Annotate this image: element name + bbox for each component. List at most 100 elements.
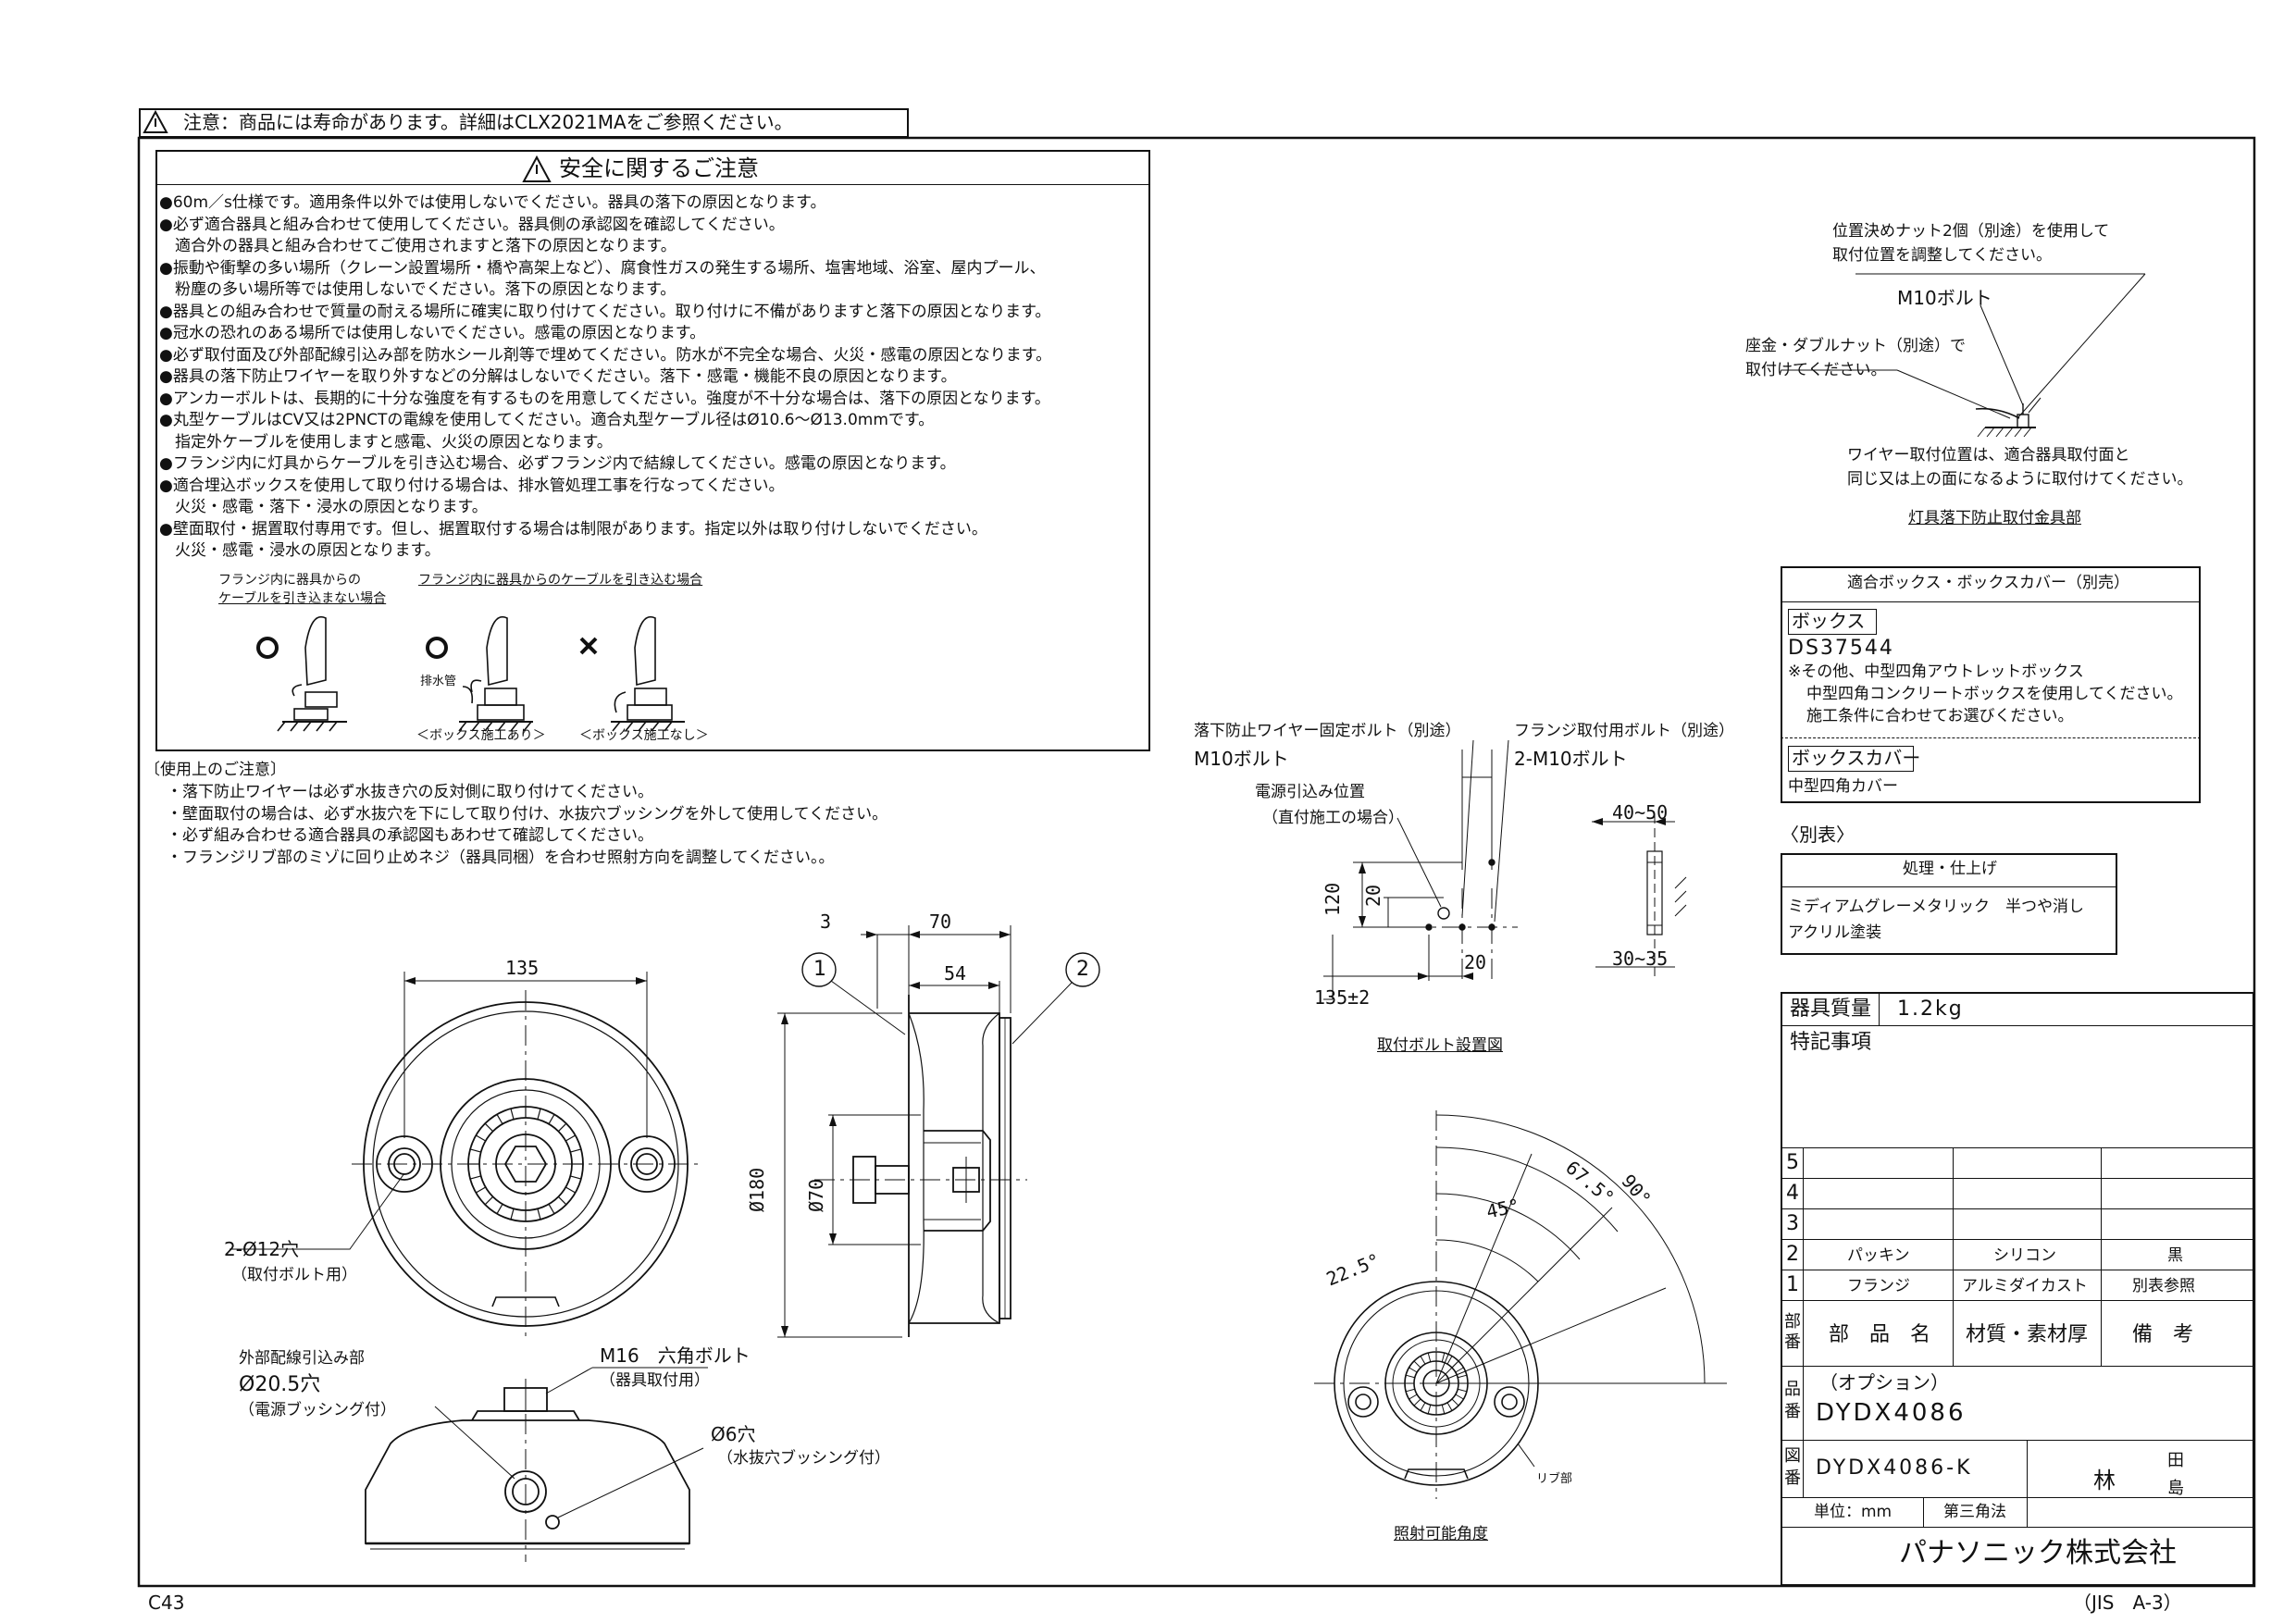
holes-label: 2-Ø12穴 <box>224 1238 300 1260</box>
flange-slot <box>565 1186 576 1194</box>
finish-line-1: ミディアムグレーメタリック 半つや消し <box>1788 898 2084 916</box>
ext-wiring-label: 外部配線引込み部 <box>239 1349 365 1368</box>
box-label: ボックス <box>1792 610 1866 632</box>
callout-1: 1 <box>813 958 826 981</box>
illustration-caption: ケーブルを引き込まない場合 <box>218 591 387 606</box>
safety-line: ●必ず適合器具と組み合わせて使用してください。器具側の承認図を確認してください。 <box>159 215 785 234</box>
safety-line: ●60m／s仕様です。適用条件以外では使用しないでください。器具の落下の原因とな… <box>159 193 826 212</box>
flange-slot <box>570 1175 582 1180</box>
flange-slot <box>1458 1374 1467 1379</box>
safety-line: ●丸型ケーブルはCV又は2PNCTの電線を使用してください。適合丸型ケーブル径は… <box>159 411 935 429</box>
safety-line: 火災・感電・浸水の原因となります。 <box>159 541 441 560</box>
side-view <box>777 925 1100 1338</box>
bottom-view <box>365 1367 708 1562</box>
wire-position-note-2: 同じ又は上の面になるように取付けてください。 <box>1847 470 2193 489</box>
compat-title: 適合ボックス・ボックスカバー（別売） <box>1847 574 2129 592</box>
dim-70: 70 <box>929 911 952 933</box>
part-row-no: 1 <box>1786 1273 1799 1296</box>
flange-slot <box>1441 1405 1446 1414</box>
flange-slot <box>1455 1394 1464 1400</box>
signature-3: 島 <box>2167 1479 2184 1498</box>
finish-title: 〈別表〉 <box>1781 824 1855 846</box>
drain-hole-note: （水抜穴ブッシング付） <box>717 1449 890 1468</box>
part-name: パッキン <box>1847 1246 1910 1265</box>
part-row-no: 5 <box>1786 1151 1799 1174</box>
safety-line: ●適合埋込ボックスを使用して取り付ける場合は、排水管処理工事を行なってください。 <box>159 476 785 495</box>
unit-label: 単位：mm <box>1814 1503 1893 1521</box>
usage-line: ・壁面取付の場合は、必ず水抜穴を下にして取り付け、水抜穴ブッシングを外して使用し… <box>167 804 888 824</box>
flange-slot <box>1427 1353 1432 1362</box>
hex-bolt-note: （器具取付用） <box>600 1371 710 1390</box>
part-material: シリコン <box>1993 1246 2056 1265</box>
dim-20-v: 20 <box>1362 884 1384 907</box>
flange-slot <box>1406 1374 1415 1379</box>
illustration-box-with <box>426 615 533 732</box>
part-remark: 黒 <box>2167 1246 2183 1265</box>
projection-label: 第三角法 <box>1943 1503 2006 1521</box>
dim-54: 54 <box>944 962 967 985</box>
flange-slot <box>476 1186 486 1194</box>
hdr-part-no: 部番 <box>1784 1312 1801 1352</box>
part-row-no: 3 <box>1786 1212 1799 1235</box>
nut-note: 位置決めナット2個（別途）を使用して <box>1832 222 2110 241</box>
flange-slot <box>1420 1356 1426 1365</box>
safety-line: ●器具の落下防止ワイヤーを取り外すなどの分解はしないでください。落下・感電・機能… <box>159 367 957 386</box>
hdr-remark: 備 考 <box>2132 1323 2194 1346</box>
flange-slot <box>1409 1367 1418 1373</box>
wire-bolt-label: 落下防止ワイヤー固定ボルト（別途） <box>1194 722 1461 740</box>
cover-label: ボックスカバー <box>1792 747 1921 769</box>
option-label: （オプション） <box>1819 1371 1949 1394</box>
company-name: パナソニック株式会社 <box>1899 1537 2177 1569</box>
flange-slot <box>565 1134 576 1142</box>
usage-title: 〔使用上のご注意〕 <box>144 761 286 779</box>
flange-slot <box>1413 1360 1421 1369</box>
safety-list: ●60m／s仕様です。適用条件以外では使用しないでください。器具の落下の原因とな… <box>159 192 1051 563</box>
finish-line-2: アクリル塗装 <box>1788 923 1882 942</box>
wire-position-note: ワイヤー取付位置は、適合器具取付面と <box>1847 446 2130 465</box>
flange-slot <box>557 1196 567 1206</box>
flange-slot <box>1413 1398 1421 1406</box>
finish-header: 処理・仕上げ <box>1903 860 1997 878</box>
safety-line: ●冠水の恐れのある場所では使用しないでください。感電の原因となります。 <box>159 324 706 342</box>
flange-slot <box>476 1134 486 1142</box>
flange-slot <box>1455 1367 1464 1373</box>
product-no: DYDX4086 <box>1816 1399 1967 1427</box>
signature-2: 田 <box>2167 1451 2184 1470</box>
drain-label: 排水管 <box>420 675 457 688</box>
flange-slot <box>469 1175 481 1180</box>
usage-line: ・落下防止ワイヤーは必ず水抜き穴の反対側に取り付けてください。 <box>167 783 653 801</box>
front-view <box>230 972 703 1342</box>
hex-bolt-label: M16 六角ボルト <box>600 1344 751 1367</box>
warning-icon <box>522 155 552 182</box>
warning-icon <box>143 109 168 133</box>
flange-slot <box>510 1208 515 1220</box>
rib-label: リブ部 <box>1536 1472 1573 1486</box>
dim-30-35: 30~35 <box>1612 948 1669 970</box>
flange-slot <box>1458 1388 1467 1393</box>
safety-line: 適合外の器具と組み合わせてご使用されますと落下の原因となります。 <box>159 237 676 255</box>
usage-line: ・必ず組み合わせる適合器具の承認図もあわせて確認してください。 <box>167 826 653 845</box>
dim-120: 120 <box>1322 882 1344 916</box>
part-material: アルミダイカスト <box>1962 1277 2088 1295</box>
flange-slot <box>510 1108 515 1120</box>
compat-table <box>1781 566 2201 803</box>
m10-bolt-label: M10ボルト <box>1897 287 1992 309</box>
ext-wiring-dia: Ø20.5穴 <box>239 1373 321 1396</box>
box-note-2: 中型四角コンクリートボックスを使用してください。 <box>1806 685 2183 703</box>
flange-slot <box>1446 1402 1453 1411</box>
signature-1: 林 <box>2093 1468 2116 1493</box>
mass-label: 器具質量 <box>1790 997 1872 1021</box>
flange-slot <box>537 1108 541 1120</box>
flange-slot <box>1420 1402 1426 1411</box>
power-entry-label: 電源引込み位置 <box>1255 783 1365 801</box>
angle-caption: 照射可能角度 <box>1394 1525 1488 1543</box>
safety-line: ●フランジ内に灯具からケーブルを引き込む場合、必ずフランジ内で結線してください。… <box>159 454 956 473</box>
callout-2: 2 <box>1076 958 1089 981</box>
part-row-no: 2 <box>1786 1243 1799 1266</box>
wire-detail-caption: 灯具落下防止取付金具部 <box>1908 509 2081 527</box>
illustration-caption: フランジ内に器具からのケーブルを引き込む場合 <box>418 573 703 588</box>
box-with-label: ＜ボックス施工あり＞ <box>416 728 546 743</box>
caution-banner <box>139 108 909 138</box>
caution-text: 注意：商品には寿命があります。詳細はCLX2021MAをご参照ください。 <box>183 111 793 133</box>
flange-slot <box>537 1208 541 1220</box>
